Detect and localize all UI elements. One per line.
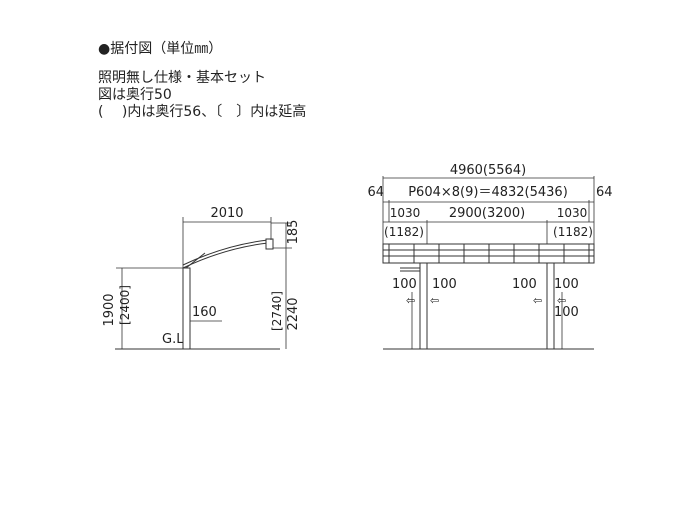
arrow-left-inner: ⇦ xyxy=(430,294,439,307)
right-clear-outer-label: 100 xyxy=(554,277,579,292)
side-view: G.L 2010 1900 [2400] 185 2240 [2740] 160 xyxy=(102,206,301,350)
side-post xyxy=(182,267,191,350)
front-post-right xyxy=(546,262,555,350)
total-width-label: 4960(5564) xyxy=(450,163,526,178)
post-span-label: 2900(3200) xyxy=(449,206,525,221)
notes: 照明無し仕様・基本セット 図は奥行50 ( )内は奥行56、〔 〕内は延高 xyxy=(98,70,306,121)
right-clear-lower-label: 100 xyxy=(554,305,579,320)
overhang-left-alt-label: (1182) xyxy=(384,225,424,239)
roof-rise-label: 185 xyxy=(286,220,301,245)
total-height-label: 2240 xyxy=(286,297,301,330)
post-offset-label: 160 xyxy=(192,305,217,320)
right-clear-inner-label: 100 xyxy=(512,277,537,292)
ground-label: G.L xyxy=(162,332,184,347)
arrow-right-outer: ⇦ xyxy=(557,294,566,307)
post-height-label: 1900 xyxy=(102,293,117,326)
edge-right-label: 64 xyxy=(596,185,613,200)
note-line: ( )内は奥行56、〔 〕内は延高 xyxy=(98,104,307,120)
heading: ●据付図（単位㎜） xyxy=(98,41,223,57)
side-gutter xyxy=(265,238,274,250)
arrow-right-inner: ⇦ xyxy=(533,294,542,307)
depth-label: 2010 xyxy=(210,206,243,221)
overhang-right-label: 1030 xyxy=(557,206,588,220)
side-roof-upper xyxy=(182,239,269,266)
left-clear-inner-label: 100 xyxy=(432,277,457,292)
overhang-right-alt-label: (1182) xyxy=(553,225,593,239)
overhang-left-label: 1030 xyxy=(390,206,421,220)
total-height-extended-label: [2740] xyxy=(270,291,284,331)
front-view: 4960(5564) 64 64 P604×8(9)＝4832(5436) 10… xyxy=(367,163,613,350)
note-line: 図は奥行50 xyxy=(98,87,172,103)
note-line: 照明無し仕様・基本セット xyxy=(98,70,266,86)
pitch-label: P604×8(9)＝4832(5436) xyxy=(408,185,568,200)
post-height-extended-label: [2400] xyxy=(118,285,132,325)
side-roof-lower xyxy=(182,242,269,269)
front-post-left xyxy=(419,262,428,350)
roof-rafters xyxy=(388,244,590,263)
arrow-left-outer: ⇦ xyxy=(406,294,415,307)
left-clear-outer-label: 100 xyxy=(392,277,417,292)
edge-left-label: 64 xyxy=(367,185,384,200)
